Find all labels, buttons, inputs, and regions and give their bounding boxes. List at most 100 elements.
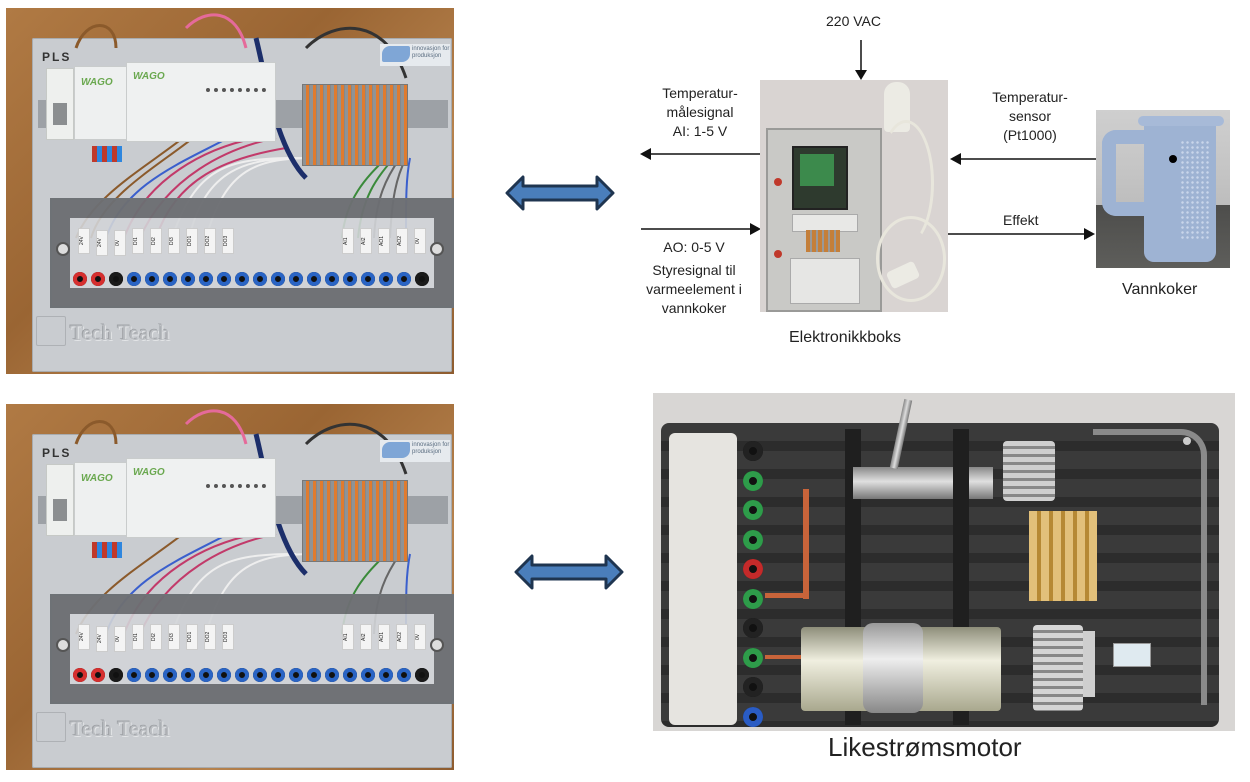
cable-tube — [1093, 429, 1207, 705]
motor-wire — [765, 655, 825, 659]
sensor-label-line: Temperatur- — [992, 89, 1068, 105]
wire-labels: 24V 24V 0V DI1 DI2 DI3 DO1 DO2 DO3 AI1 A… — [70, 228, 430, 266]
wire-tag: DO2 — [204, 624, 216, 650]
controller-brand: WAGO — [133, 71, 165, 82]
tech-teach-logo — [36, 712, 66, 742]
wire-tag: AI1 — [342, 624, 354, 650]
vendor-logo-text: innovasjon for produksjon — [412, 442, 450, 455]
brand-engraving: Tech Teach — [70, 320, 170, 345]
wire-tag: DI2 — [150, 228, 162, 254]
banana-jack — [109, 668, 123, 682]
ao-label-line: Styresignal til — [652, 262, 736, 278]
banana-jack — [307, 272, 321, 286]
wire-tag: DI1 — [132, 228, 144, 254]
wire-tag: AO1 — [378, 624, 390, 650]
wire-tag: DO3 — [222, 228, 234, 254]
red-jack — [774, 250, 782, 258]
ao-label-line: AO: 0-5 V — [663, 239, 725, 255]
motor-banana-jack — [743, 500, 763, 520]
motor-banana-jack — [743, 677, 763, 697]
circuit-breaker — [46, 68, 74, 140]
banana-jack — [181, 668, 195, 682]
wire-tag: AO2 — [396, 228, 408, 254]
kettle-photo — [1096, 110, 1230, 268]
arrow-shape — [514, 554, 624, 590]
wire-tag: DI1 — [132, 624, 144, 650]
banana-jack — [253, 272, 267, 286]
mount-screw — [56, 638, 70, 652]
banana-jack — [199, 668, 213, 682]
wire-tag: AI2 — [360, 228, 372, 254]
banana-jack — [415, 668, 429, 682]
banana-jack — [343, 272, 357, 286]
vendor-logo-text: innovasjon for produksjon — [412, 46, 450, 59]
banana-jack — [73, 272, 87, 286]
motor-banana-jack — [743, 706, 763, 727]
power-terminals — [92, 542, 122, 558]
status-leds — [206, 88, 266, 96]
banana-jack — [361, 668, 375, 682]
banana-jack — [289, 272, 303, 286]
bidirectional-arrow-top — [505, 175, 615, 211]
wire-tag: DO1 — [186, 228, 198, 254]
banana-jack — [289, 668, 303, 682]
kettle-dot-pattern — [1180, 140, 1210, 240]
sensor-label-line: sensor — [1008, 108, 1052, 124]
capacitor — [1113, 643, 1151, 667]
kettle-handle — [1102, 130, 1152, 216]
wire-tag: DO1 — [186, 624, 198, 650]
banana-jack — [145, 668, 159, 682]
ai-signal-label: Temperatur- målesignal AI: 1-5 V — [642, 84, 758, 141]
banana-jack — [199, 272, 213, 286]
motor-banana-jack — [743, 618, 763, 638]
vendor-logo-mark — [382, 46, 410, 62]
motor-caption: Likestrømsmotor — [828, 732, 1022, 762]
dc-motor-photo — [653, 393, 1235, 731]
psu-brand: WAGO — [81, 473, 113, 484]
power-supply-module: WAGO — [74, 66, 128, 140]
arrow-ai-signal — [640, 148, 760, 160]
electronics-box-photo — [760, 80, 948, 312]
motor-banana-jack — [743, 588, 763, 609]
mount-hole — [1183, 437, 1191, 445]
banana-jack — [307, 668, 321, 682]
banana-jack — [343, 668, 357, 682]
wire-tag: 0V — [414, 228, 426, 254]
ai-label-line: AI: 1-5 V — [672, 123, 728, 139]
compact-controller-module: WAGO — [126, 458, 276, 538]
circuit-board — [800, 154, 834, 186]
board-label: PLS — [42, 446, 72, 460]
terminal-block — [806, 230, 840, 252]
wire-tag: DO3 — [222, 624, 234, 650]
banana-jack — [235, 668, 249, 682]
banana-jacks — [73, 272, 429, 286]
banana-jack — [379, 272, 393, 286]
shaft — [853, 467, 993, 499]
banana-jack — [181, 272, 195, 286]
ao-label-line: vannkoker — [661, 300, 727, 316]
wire-tag: AI1 — [342, 228, 354, 254]
ao-label-line: varmeelement i — [646, 281, 742, 297]
red-jack — [774, 178, 782, 186]
motor-banana-jack — [743, 441, 763, 461]
wire-tag: DI3 — [168, 228, 180, 254]
psu-brand: WAGO — [81, 77, 113, 88]
compact-controller-module: WAGO — [126, 62, 276, 142]
banana-jack — [415, 272, 429, 286]
power-input-label: 220 VAC — [826, 13, 881, 29]
power-terminals — [92, 146, 122, 162]
banana-jack — [397, 668, 411, 682]
motor-wire — [765, 593, 809, 598]
ai-label-line: Temperatur- — [662, 85, 738, 101]
wire-tag: AO1 — [378, 228, 390, 254]
banana-jack — [217, 668, 231, 682]
wire-tag: 24V — [78, 624, 90, 650]
ao-signal-label: AO: 0-5 V Styresignal til varmeelement i… — [634, 238, 754, 318]
mount-screw — [430, 242, 444, 256]
wire-labels: 24V 24V 0V DI1 DI2 DI3 DO1 DO2 DO3 AI1 A… — [70, 624, 430, 662]
kettle-caption: Vannkoker — [1122, 281, 1198, 298]
banana-jack — [163, 668, 177, 682]
wire-tag: 24V — [96, 230, 108, 256]
wire-tag: DI2 — [150, 624, 162, 650]
banana-jacks — [73, 668, 429, 682]
